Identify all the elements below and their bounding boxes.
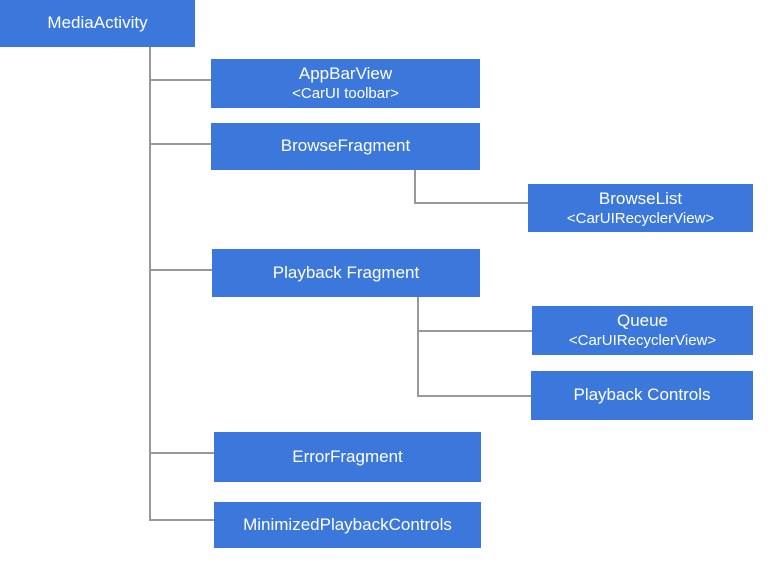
node-playback-controls: Playback Controls [531, 371, 753, 420]
connector-trunk-playback-fragment [417, 297, 419, 397]
node-app-bar-view-label: AppBarView [298, 64, 393, 84]
connector-branch-browse-fragment [149, 143, 211, 145]
node-media-activity: MediaActivity [0, 0, 195, 47]
node-app-bar-view: AppBarView <CarUI toolbar> [211, 59, 480, 108]
node-playback-fragment-label: Playback Fragment [272, 262, 420, 282]
connector-branch-queue [417, 330, 532, 332]
node-error-fragment: ErrorFragment [214, 432, 481, 482]
node-minimized-playback-controls: MinimizedPlaybackControls [214, 502, 481, 548]
node-queue-sublabel: <CarUIRecyclerView> [568, 332, 717, 350]
connector-branch-playback-controls [417, 395, 531, 397]
connector-branch-browse-list [414, 202, 528, 204]
node-playback-fragment: Playback Fragment [212, 249, 480, 297]
node-browse-list-sublabel: <CarUIRecyclerView> [566, 209, 715, 227]
connector-trunk-browse-fragment [414, 170, 416, 204]
connector-branch-minimized-playback-controls [149, 519, 214, 521]
connector-branch-app-bar-view [149, 79, 211, 81]
connector-trunk-media-activity [149, 47, 151, 521]
node-playback-controls-label: Playback Controls [573, 385, 711, 405]
node-browse-list-label: BrowseList [598, 188, 683, 208]
node-queue: Queue <CarUIRecyclerView> [532, 306, 753, 355]
connector-branch-error-fragment [149, 452, 214, 454]
node-error-fragment-label: ErrorFragment [292, 446, 403, 466]
node-browse-list: BrowseList <CarUIRecyclerView> [528, 184, 753, 232]
node-browse-fragment: BrowseFragment [211, 123, 480, 170]
node-app-bar-view-sublabel: <CarUI toolbar> [292, 85, 399, 103]
node-queue-label: Queue [616, 311, 669, 331]
node-media-activity-label: MediaActivity [47, 13, 148, 33]
connector-branch-playback-fragment [149, 269, 212, 271]
node-browse-fragment-label: BrowseFragment [280, 136, 411, 156]
node-minimized-playback-controls-label: MinimizedPlaybackControls [243, 514, 452, 534]
